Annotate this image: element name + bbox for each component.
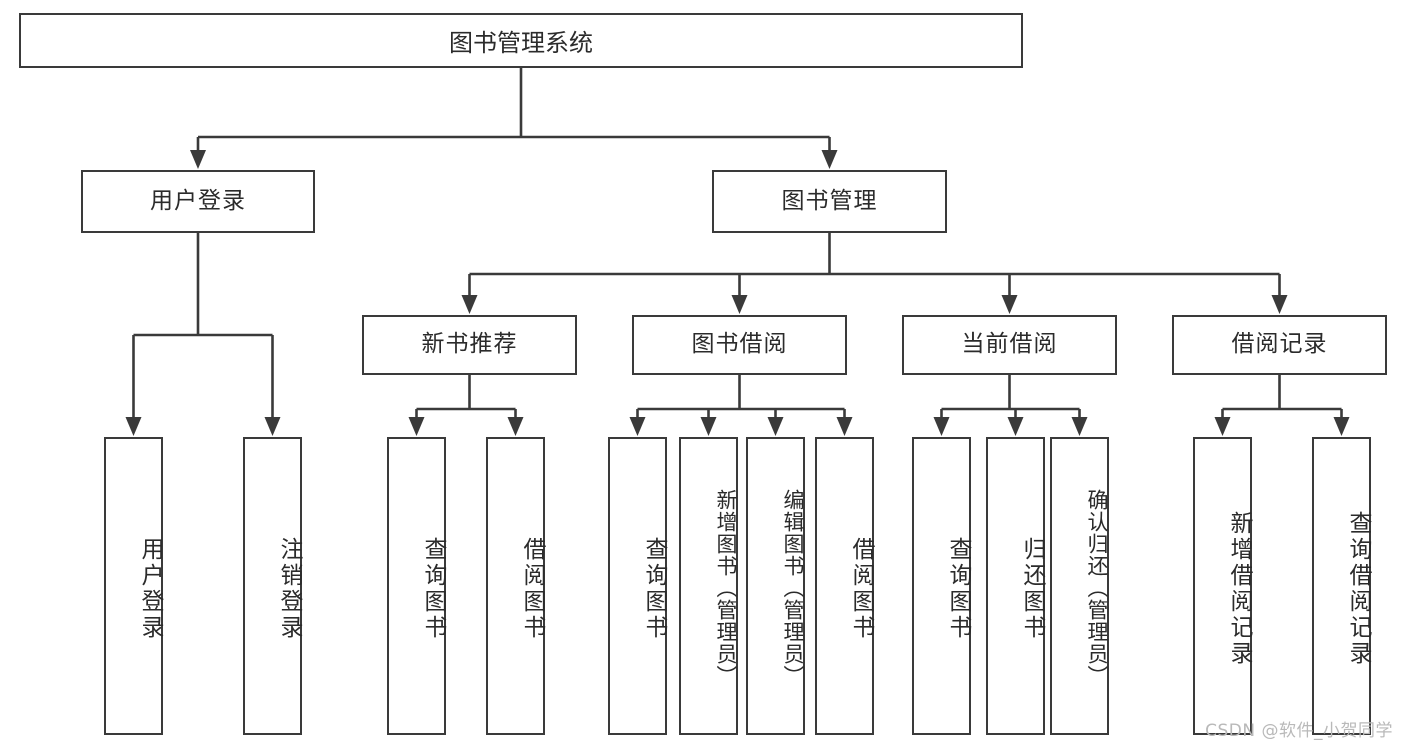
node-label: 借阅图书 — [848, 537, 874, 641]
node-label: 编辑图书（管理员） — [781, 489, 805, 687]
node-label: 归还图书 — [1019, 537, 1045, 641]
node-label: 图书借阅 — [691, 331, 788, 358]
node-leaf_query_book_1[interactable]: 查询图书 — [387, 437, 446, 735]
node-label: 新增图书（管理员） — [714, 489, 738, 687]
node-label: 借阅图书 — [519, 537, 545, 641]
node-label: 新增借阅记录 — [1226, 511, 1252, 667]
node-book_borrow[interactable]: 图书借阅 — [632, 315, 847, 375]
node-new_book_rec[interactable]: 新书推荐 — [362, 315, 577, 375]
node-leaf_return_book[interactable]: 归还图书 — [986, 437, 1045, 735]
node-current_borrow[interactable]: 当前借阅 — [902, 315, 1117, 375]
node-leaf_borrow_book_1[interactable]: 借阅图书 — [486, 437, 545, 735]
node-label: 用户登录 — [137, 537, 163, 641]
node-leaf_user_login[interactable]: 用户登录 — [104, 437, 163, 735]
node-book_manage[interactable]: 图书管理 — [712, 170, 947, 233]
node-leaf_query_book_2[interactable]: 查询图书 — [608, 437, 667, 735]
node-label: 注销登录 — [276, 537, 302, 641]
node-root[interactable]: 图书管理系统 — [19, 13, 1023, 68]
node-leaf_add_book[interactable]: 新增图书（管理员） — [679, 437, 738, 735]
node-user_login[interactable]: 用户登录 — [81, 170, 315, 233]
node-label: 查询图书 — [945, 537, 971, 641]
node-leaf_confirm_return[interactable]: 确认归还（管理员） — [1050, 437, 1109, 735]
node-leaf_borrow_book_2[interactable]: 借阅图书 — [815, 437, 874, 735]
node-label: 当前借阅 — [961, 331, 1058, 358]
node-leaf_query_book_3[interactable]: 查询图书 — [912, 437, 971, 735]
node-label: 查询图书 — [420, 537, 446, 641]
node-leaf_user_logout[interactable]: 注销登录 — [243, 437, 302, 735]
node-label: 查询图书 — [641, 537, 667, 641]
node-label: 图书管理 — [781, 187, 878, 214]
node-label: 新书推荐 — [421, 331, 518, 358]
watermark: CSDN @软件_小贺同学 — [1205, 721, 1393, 741]
node-leaf_edit_book[interactable]: 编辑图书（管理员） — [746, 437, 805, 735]
node-leaf_add_record[interactable]: 新增借阅记录 — [1193, 437, 1252, 735]
node-label: 借阅记录 — [1231, 331, 1328, 358]
node-label: 查询借阅记录 — [1345, 511, 1371, 667]
node-label: 确认归还（管理员） — [1085, 489, 1109, 687]
node-root-label: 图书管理系统 — [449, 29, 593, 57]
node-label: 用户登录 — [150, 187, 246, 214]
node-leaf_query_record[interactable]: 查询借阅记录 — [1312, 437, 1371, 735]
node-borrow_record[interactable]: 借阅记录 — [1172, 315, 1387, 375]
